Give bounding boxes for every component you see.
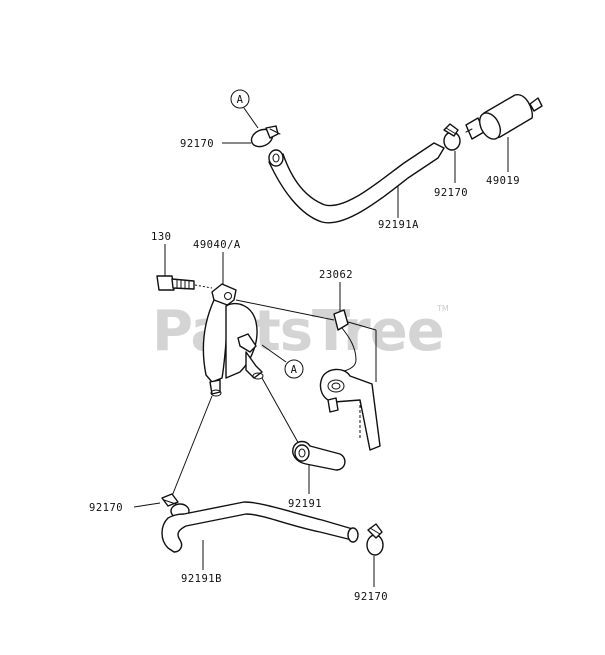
hose-top-icon[interactable] xyxy=(268,142,445,224)
label-hose-short: 92191 xyxy=(288,498,322,510)
label-bracket: 23062 xyxy=(319,269,353,281)
label-hose-bottom: 92191B xyxy=(181,573,222,585)
bolt-icon[interactable] xyxy=(156,275,195,291)
callout-a-top[interactable]: A xyxy=(230,89,259,129)
watermark-trademark: TM xyxy=(436,304,449,313)
clamp-top-left-icon[interactable] xyxy=(249,125,281,150)
hose-bottom-icon[interactable] xyxy=(161,501,359,553)
label-clamp-bottom-right: 92170 xyxy=(354,591,388,603)
bracket-icon[interactable] xyxy=(319,309,381,451)
label-fuel-pump: 49040/A xyxy=(193,239,241,251)
label-bolt: 130 xyxy=(151,231,171,243)
label-fuel-filter: 49019 xyxy=(486,175,520,187)
callout-a-mid[interactable]: A xyxy=(261,344,304,379)
label-clamp-bottom-left: 92170 xyxy=(89,502,123,514)
svg-text:A: A xyxy=(291,364,298,376)
clamp-bottom-right-icon[interactable] xyxy=(366,523,384,556)
fuel-pump-icon[interactable] xyxy=(202,283,264,397)
svg-text:A: A xyxy=(237,94,244,106)
hose-short-icon[interactable] xyxy=(292,440,346,471)
label-hose-top: 92191A xyxy=(378,219,419,231)
label-clamp-top-left: 92170 xyxy=(180,138,214,150)
clamp-top-right-icon[interactable] xyxy=(443,123,461,151)
label-clamp-top-right: 92170 xyxy=(434,187,468,199)
watermark-text: PartsTree xyxy=(152,299,444,364)
fuel-filter-icon[interactable] xyxy=(465,94,543,143)
